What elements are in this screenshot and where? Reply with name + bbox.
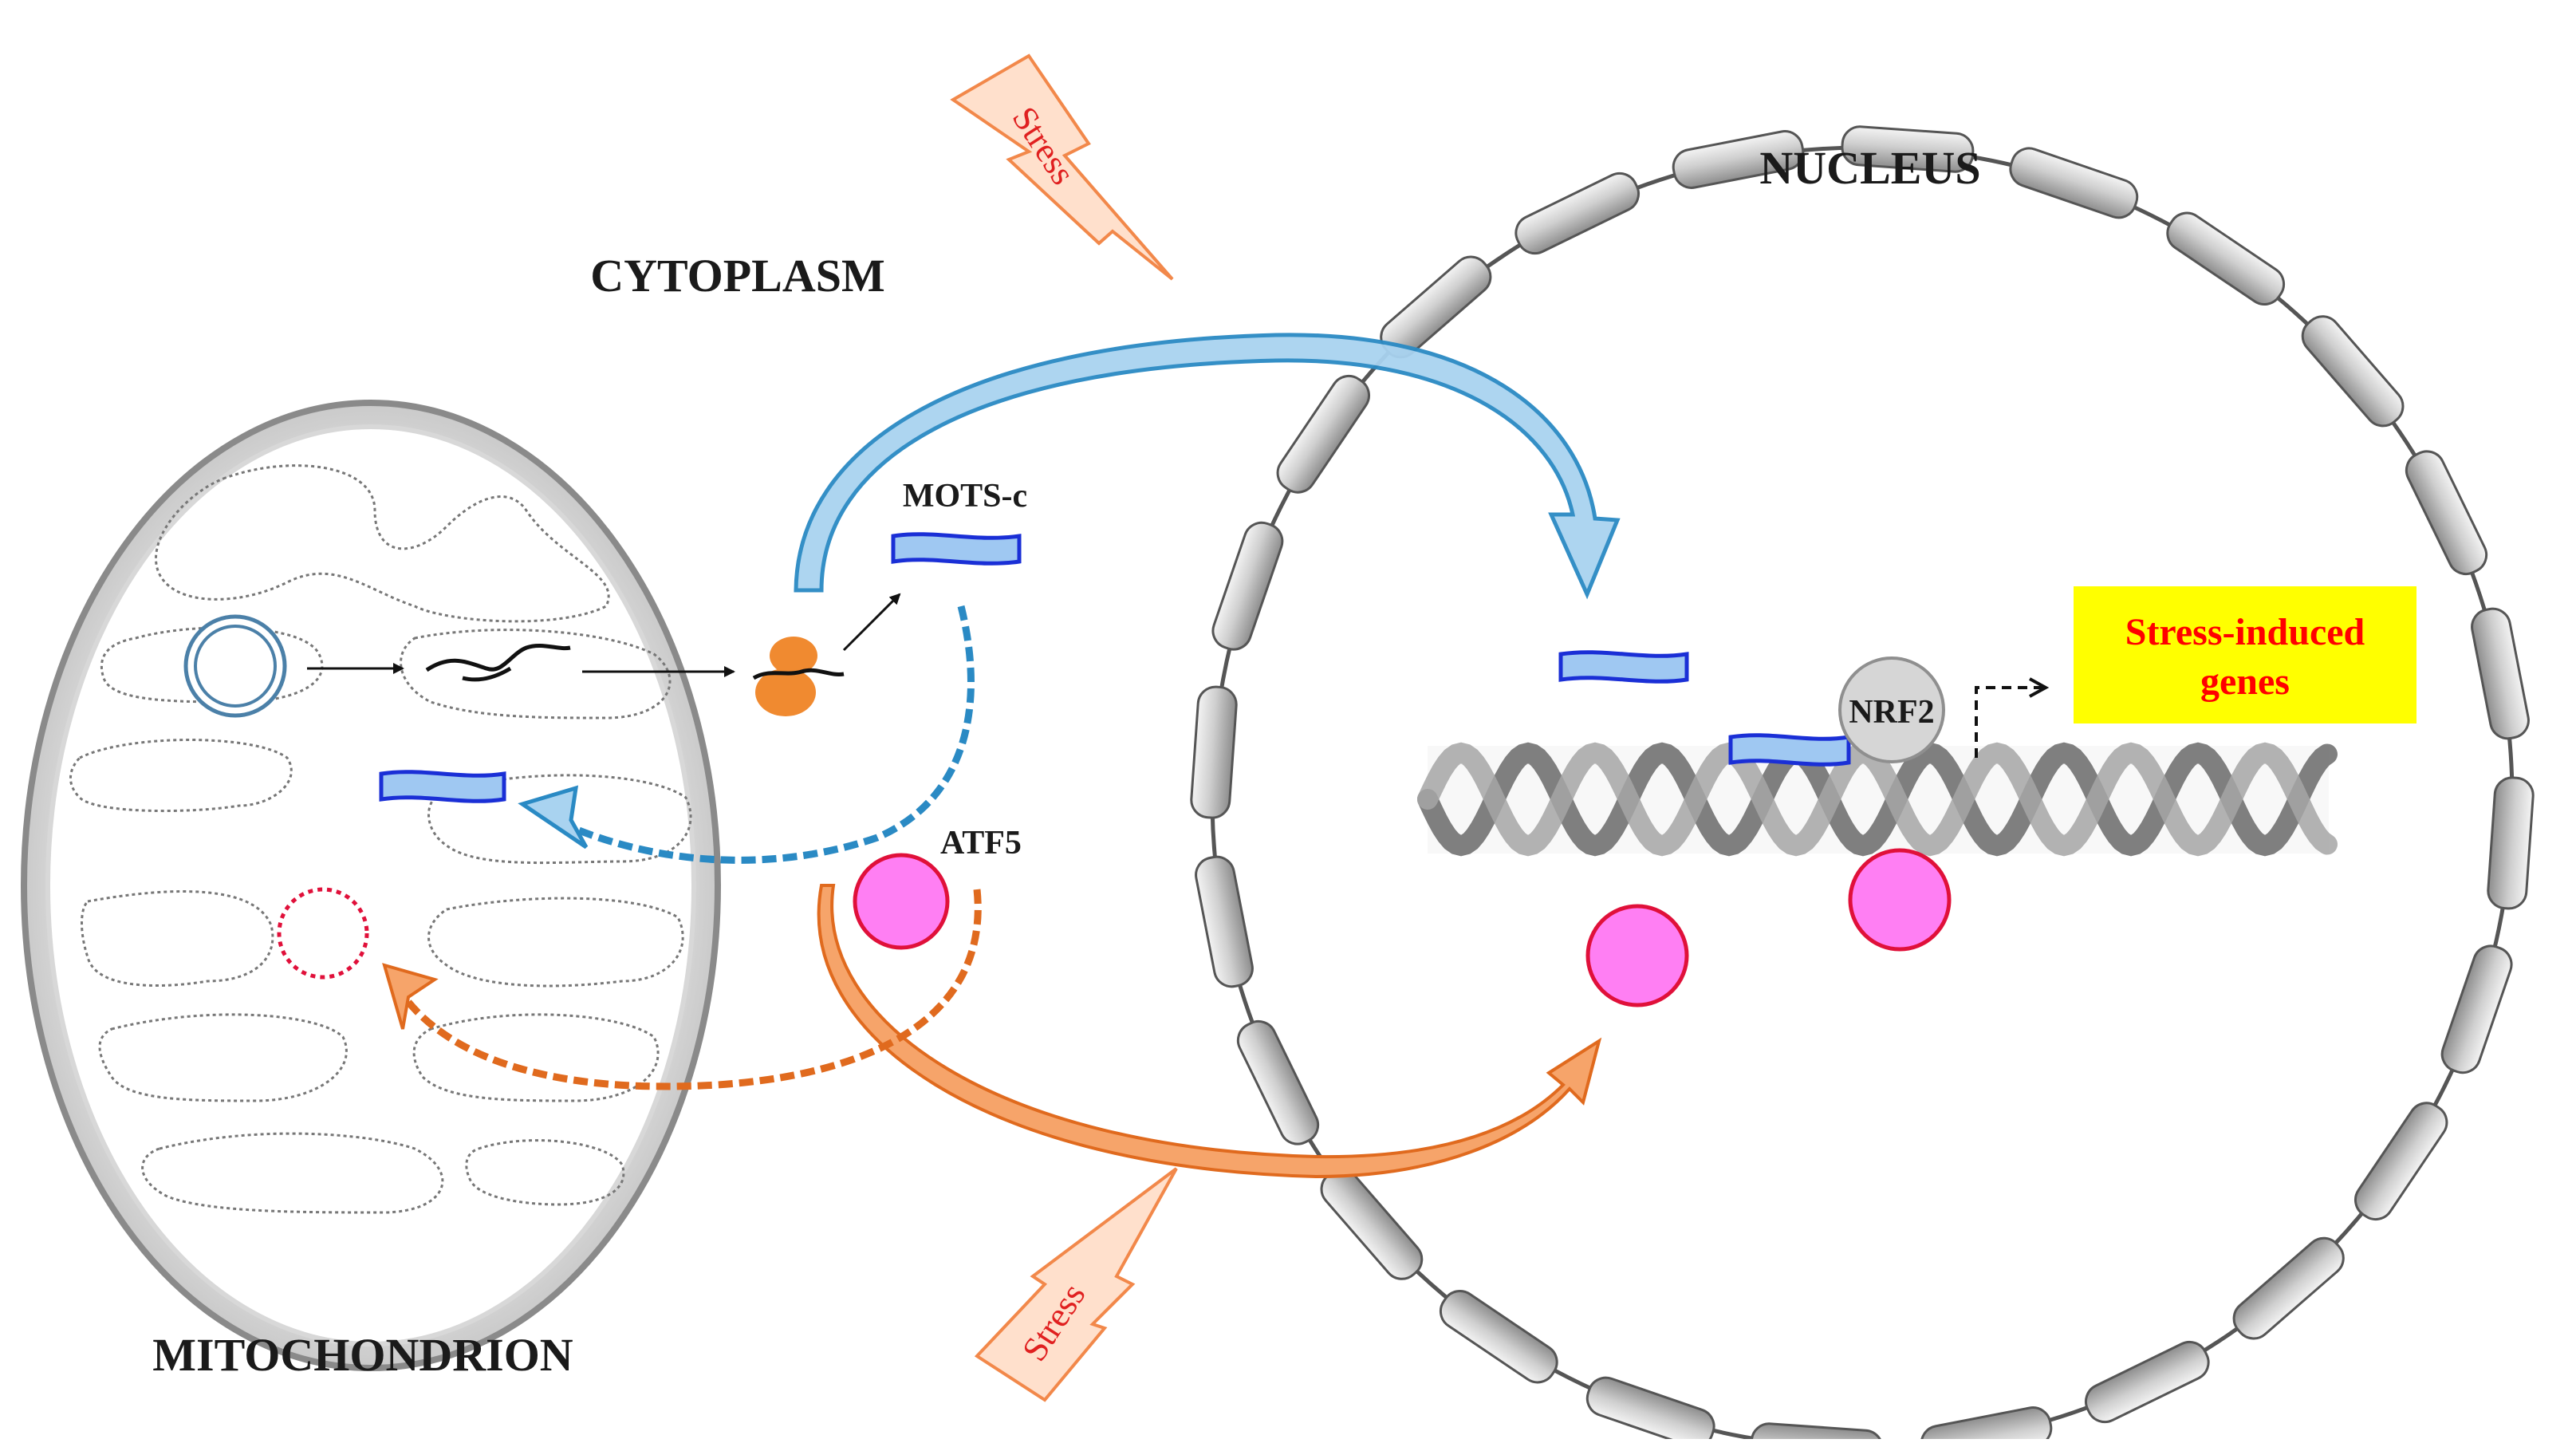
- dna-helix: [1417, 742, 2338, 857]
- nuclear-pore-segment: [1236, 1019, 1320, 1145]
- nuclear-pore-segment: [2232, 1236, 2345, 1340]
- cytoplasm-label: CYTOPLASM: [590, 250, 885, 302]
- orange-dashed-arrow-atf5-to-mito: [396, 889, 982, 1090]
- nuclear-pore-segment: [1672, 130, 1805, 189]
- nuclear-pore-segment: [1320, 1168, 1424, 1280]
- nuclear-pore-segment: [2301, 315, 2405, 428]
- nuclear-pore-segment: [1514, 172, 1641, 255]
- genes-label-line1: Stress-induced: [2125, 611, 2365, 653]
- blue-arrow-mots-c-to-nucleus: [794, 333, 1621, 600]
- nuclear-pore-segment: [1841, 125, 1975, 173]
- orange-dashed-arrowhead: [382, 963, 439, 1030]
- dna-strand-2: [1417, 742, 2338, 857]
- mitochondrion-label: MITOCHONDRION: [152, 1329, 573, 1381]
- dna-strand-1: [1417, 742, 2338, 857]
- blue-dashed-arrow-mots-c-to-mito: [557, 605, 975, 864]
- genes-label-line2: genes: [2200, 660, 2290, 703]
- mots-c-label: MOTS-c: [903, 478, 1027, 515]
- mitochondrion-cristae: [69, 464, 692, 1214]
- nucleus-label: NUCLEUS: [1759, 142, 1980, 194]
- nrf2-protein: NRF2: [1838, 656, 1945, 763]
- blue-dashed-arrowhead: [518, 785, 589, 850]
- nuclear-pore-segment: [1920, 1406, 2053, 1443]
- atf5-cytoplasm: [853, 853, 950, 950]
- ribosome: [752, 637, 845, 716]
- nuclear-pore-segment: [1439, 1289, 1558, 1384]
- mitochondrion: [21, 400, 735, 1371]
- nuclear-pore-segment: [2166, 211, 2286, 306]
- mots-c-peptide-nucleus: [1558, 650, 1689, 684]
- mito-rna-transcript: [425, 643, 571, 672]
- nuclear-pore-segment: [2009, 147, 2139, 219]
- nuclear-pore-segment: [2084, 1340, 2210, 1424]
- nuclear-pores: [1190, 125, 2535, 1443]
- atf5-nucleus-1: [1585, 904, 1689, 1007]
- atf5-nucleus-2: [1848, 848, 1952, 952]
- nuclear-pore-segment: [2440, 944, 2513, 1074]
- nuclear-pore-segment: [2405, 450, 2488, 576]
- nuclear-pore-segment: [2487, 776, 2535, 910]
- nrf2-label: NRF2: [1849, 694, 1934, 731]
- nuclear-pore-segment: [1585, 1376, 1715, 1443]
- stress-induced-genes-box: Stress-induced genes: [2074, 586, 2416, 723]
- nuclear-pore-segment: [2471, 607, 2530, 740]
- mito-target-dashed-circle: [277, 887, 369, 980]
- stress-bolt-top: Stress: [950, 53, 1174, 281]
- nucleus: [1190, 125, 2535, 1443]
- nuclear-pore-segment: [1190, 685, 1238, 819]
- atf5-label: ATF5: [940, 825, 1022, 861]
- nuclear-pore-segment: [1750, 1422, 1884, 1443]
- mots-c-peptide-cytoplasm: [891, 532, 1022, 566]
- mtdna-circle: [183, 614, 287, 718]
- arrow-ribosome-to-mots-c: [842, 593, 901, 652]
- transcription-arrow: [1975, 688, 2046, 758]
- nuclear-pore-segment: [1211, 521, 1284, 651]
- mots-c-peptide-mito: [379, 770, 506, 803]
- nuclear-pore-segment: [2353, 1102, 2448, 1221]
- nuclear-pore-segment: [1276, 374, 1371, 494]
- mots-c-peptide-dna-bound: [1728, 733, 1851, 767]
- stress-bolt-bottom: Stress: [974, 1167, 1178, 1402]
- nuclear-pore-segment: [1195, 855, 1254, 988]
- orange-arrow-atf5-to-nucleus: [817, 884, 1602, 1179]
